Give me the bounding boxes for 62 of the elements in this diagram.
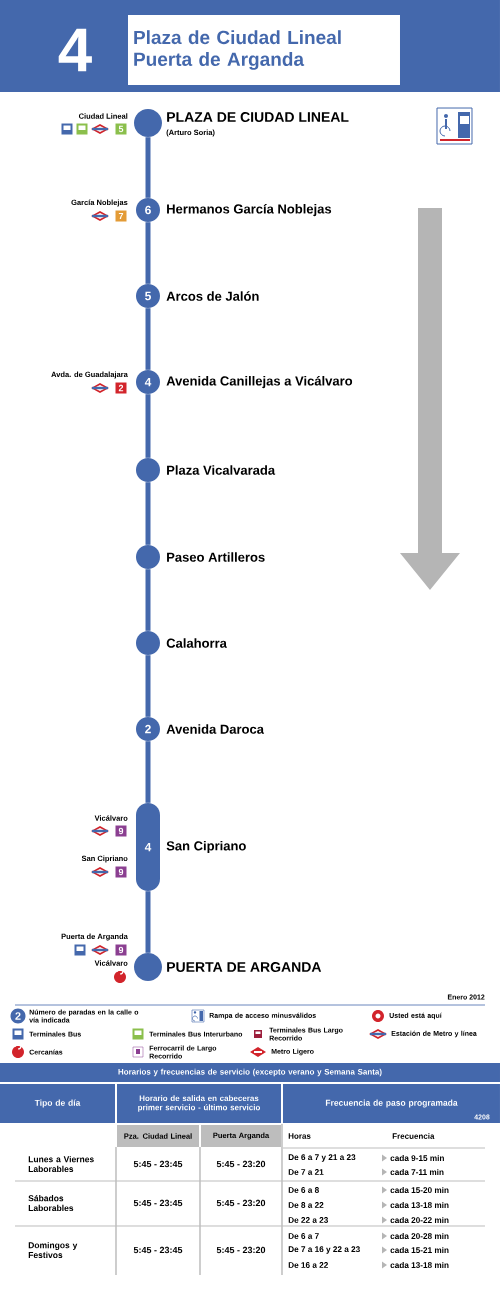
stop-circle (134, 109, 162, 137)
hours-text: De 8 a 22 (288, 1202, 324, 1208)
line-badge: 2 (115, 382, 127, 394)
line-badge: 9 (115, 866, 127, 878)
line-badge: 5 (115, 123, 127, 135)
line-badge: 9 (115, 825, 127, 837)
stop-name: Plaza Vicalvarada (167, 465, 276, 475)
stop-circle (136, 458, 160, 482)
stop-name: San Cipriano (166, 840, 246, 854)
stop-circle (136, 545, 160, 569)
line-badge: 7 (115, 210, 127, 222)
hours-text: De 6 a 7 y 21 a 23 (288, 1154, 356, 1162)
route-line (145, 891, 151, 953)
frequency-text: cada 20-22 min (390, 1217, 449, 1223)
time-range: 5:45 - 23:20 (216, 1199, 266, 1207)
header-cell: Tipo de día (0, 1084, 115, 1123)
route-title: Plaza de Ciudad Lineal Puerta de Arganda (128, 15, 400, 85)
route-line (145, 569, 151, 631)
hours-text: De 6 a 7 (288, 1233, 319, 1239)
stop-name: Arcos de Jalón (166, 291, 259, 301)
stop-circle (134, 953, 162, 981)
time-range: 5:45 - 23:45 (133, 1199, 183, 1207)
hours-text: De 7 a 16 y 22 a 23 (288, 1246, 360, 1254)
column-heading: Frecuencia (392, 1133, 435, 1139)
stop-name: Avenida Canillejas a Vicálvaro (166, 375, 353, 389)
frequency-text: cada 9-15 min (390, 1155, 444, 1161)
route-line (145, 655, 151, 717)
stop-circle (136, 631, 160, 655)
table-title: Horarios y frecuencias de servicio (excepto verano y Semana Santa) (0, 1063, 500, 1082)
frequency-text: cada 13-18 min (390, 1262, 449, 1268)
day-type: Domingos y Festivos (28, 1242, 78, 1258)
frequency-text: cada 20-28 min (390, 1233, 449, 1239)
frequency-text: cada 7-11 min (390, 1169, 444, 1175)
line-badge: 9 (115, 944, 127, 956)
route-line (145, 137, 151, 198)
frequency-text: cada 15-21 min (390, 1247, 449, 1253)
route-line (145, 222, 151, 284)
frequency-text: cada 13-18 min (390, 1202, 449, 1208)
route-line (145, 482, 151, 545)
stop-name: Avenida Daroca (166, 724, 265, 734)
route-line (145, 308, 151, 370)
stop-name: PLAZA DE CIUDAD LINEAL (167, 112, 349, 122)
stop-name: Hermanos García Noblejas (167, 203, 332, 217)
hours-text: De 16 a 22 (288, 1262, 328, 1268)
hours-text: De 22 a 23 (288, 1217, 328, 1223)
stop-name: PUERTA DE ARGANDA (167, 962, 322, 972)
route-line (145, 394, 151, 458)
stop-name: Calahorra (166, 638, 227, 648)
hours-text: De 6 a 8 (288, 1187, 319, 1193)
day-type: Lunes a Viernes Laborables (28, 1156, 94, 1172)
header-cell: Horario de salida en cabeceras primer servicio - último servicio (117, 1084, 281, 1123)
hours-text: De 7 a 21 (288, 1169, 324, 1175)
time-range: 5:45 - 23:45 (133, 1160, 183, 1168)
stop-name: Paseo Artilleros (167, 552, 265, 562)
frequency-text: cada 15-20 min (390, 1187, 449, 1193)
day-type: Sábados Laborables (28, 1194, 74, 1212)
time-range: 5:45 - 23:20 (216, 1160, 266, 1168)
time-range: 5:45 - 23:45 (133, 1246, 183, 1254)
route-line (145, 741, 151, 803)
route-number: 4 (58, 28, 92, 72)
time-range: 5:45 - 23:20 (216, 1246, 266, 1254)
column-heading: Horas (288, 1133, 311, 1139)
